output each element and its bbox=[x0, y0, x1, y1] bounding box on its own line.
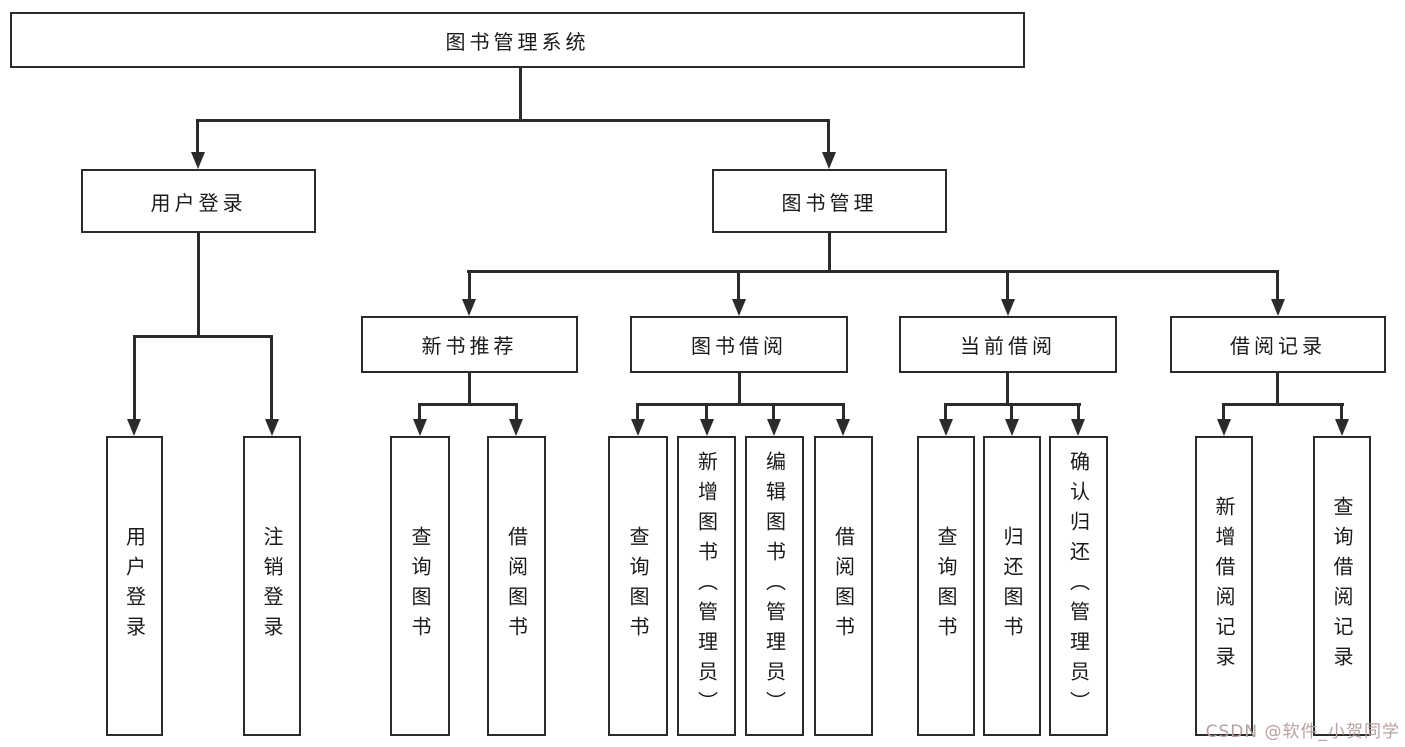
node-root-label: 图书管理系统 bbox=[445, 29, 590, 54]
node-leaf-query-books-current-label: 查询图书 bbox=[934, 526, 958, 646]
csdn-watermark: CSDN @软件_小贺同学 bbox=[1205, 722, 1400, 742]
arrow-to-borrow-books-rec bbox=[509, 419, 523, 436]
node-leaf-borrow-books-rec-label: 借阅图书 bbox=[504, 526, 529, 646]
connector-newbookrec-stem bbox=[468, 373, 471, 405]
node-leaf-return-books-label: 归还图书 bbox=[1000, 526, 1024, 646]
node-new-book-rec: 新书推荐 bbox=[361, 316, 578, 373]
connector-userlogin-rail bbox=[133, 335, 273, 338]
node-leaf-user-login-label: 用户登录 bbox=[122, 526, 147, 646]
connector-level3-rail bbox=[467, 270, 1279, 273]
arrow-to-query-books-rec bbox=[413, 419, 427, 436]
arrow-to-query-books-borrow bbox=[631, 419, 645, 436]
arrow-to-add-borrow-record bbox=[1217, 419, 1231, 436]
node-leaf-add-book-admin: 新增图书（管理员） bbox=[677, 436, 736, 736]
node-leaf-add-book-admin-label: 新增图书（管理员） bbox=[694, 451, 719, 721]
arrow-to-new-book-rec bbox=[462, 299, 476, 316]
node-root: 图书管理系统 bbox=[10, 12, 1025, 68]
node-book-mgmt-label: 图书管理 bbox=[781, 190, 878, 215]
connector-level2-stub-left bbox=[196, 122, 199, 153]
connector-bookborrow-stub-4 bbox=[842, 403, 845, 420]
arrow-to-book-borrow bbox=[732, 299, 746, 316]
connector-bookborrow-stub-2 bbox=[705, 403, 708, 420]
arrow-to-user-login bbox=[191, 152, 205, 169]
node-book-mgmt: 图书管理 bbox=[712, 169, 947, 233]
arrow-to-borrow-records bbox=[1271, 299, 1285, 316]
connector-bookborrow-rail bbox=[636, 403, 845, 406]
node-borrow-records-label: 借阅记录 bbox=[1230, 334, 1326, 358]
connector-currentborrow-stub-1 bbox=[944, 403, 947, 420]
connector-bookborrow-stub-3 bbox=[772, 403, 775, 420]
node-new-book-rec-label: 新书推荐 bbox=[421, 334, 518, 358]
node-leaf-logout: 注销登录 bbox=[243, 436, 301, 736]
connector-newbookrec-stub-1 bbox=[418, 403, 421, 420]
node-leaf-confirm-return-admin: 确认归还（管理员） bbox=[1049, 436, 1108, 736]
node-leaf-query-books-current: 查询图书 bbox=[917, 436, 975, 736]
connector-newbookrec-rail bbox=[418, 403, 518, 406]
connector-borrowrecords-stub-2 bbox=[1340, 403, 1343, 420]
node-leaf-edit-book-admin: 编辑图书（管理员） bbox=[745, 436, 804, 736]
connector-currentborrow-stem bbox=[1006, 373, 1009, 405]
connector-currentborrow-stub-2 bbox=[1010, 403, 1013, 420]
arrow-to-query-borrow-record bbox=[1335, 419, 1349, 436]
connector-level3-stub-1 bbox=[468, 272, 471, 300]
connector-currentborrow-stub-3 bbox=[1077, 403, 1080, 420]
node-leaf-query-borrow-record-label: 查询借阅记录 bbox=[1330, 496, 1354, 676]
node-leaf-logout-label: 注销登录 bbox=[260, 526, 284, 646]
connector-level2-stub-right bbox=[827, 122, 830, 153]
connector-userlogin-stub-2 bbox=[270, 335, 273, 420]
node-leaf-add-borrow-record: 新增借阅记录 bbox=[1195, 436, 1253, 736]
connector-bookborrow-stub-1 bbox=[636, 403, 639, 420]
connector-userlogin-stub-1 bbox=[133, 335, 136, 420]
connector-bookborrow-stem bbox=[738, 373, 741, 405]
node-user-login: 用户登录 bbox=[81, 169, 316, 233]
arrow-to-return-books bbox=[1005, 419, 1019, 436]
arrow-to-add-book-admin bbox=[700, 419, 714, 436]
arrow-to-confirm-return-admin bbox=[1071, 419, 1085, 436]
arrow-to-current-borrow bbox=[1001, 299, 1015, 316]
node-leaf-query-books-borrow: 查询图书 bbox=[608, 436, 668, 736]
node-borrow-records: 借阅记录 bbox=[1170, 316, 1386, 373]
connector-userlogin-stem bbox=[197, 233, 200, 337]
connector-borrowrecords-rail bbox=[1222, 403, 1344, 406]
connector-level3-stub-2 bbox=[737, 272, 740, 300]
connector-level3-stub-3 bbox=[1006, 272, 1009, 300]
connector-root-stem bbox=[519, 68, 522, 122]
connector-newbookrec-stub-2 bbox=[515, 403, 518, 420]
connector-level2-rail bbox=[196, 119, 830, 122]
arrow-to-edit-book-admin bbox=[767, 419, 781, 436]
node-leaf-edit-book-admin-label: 编辑图书（管理员） bbox=[762, 451, 787, 721]
node-user-login-label: 用户登录 bbox=[150, 190, 247, 215]
node-book-borrow: 图书借阅 bbox=[630, 316, 848, 373]
node-leaf-return-books: 归还图书 bbox=[983, 436, 1041, 736]
node-leaf-query-books-rec-label: 查询图书 bbox=[408, 526, 432, 646]
arrow-to-user-login-leaf bbox=[127, 419, 141, 436]
connector-bookmgmt-stem bbox=[828, 233, 831, 272]
node-leaf-confirm-return-admin-label: 确认归还（管理员） bbox=[1066, 451, 1091, 721]
node-current-borrow-label: 当前借阅 bbox=[960, 334, 1056, 358]
node-leaf-query-borrow-record: 查询借阅记录 bbox=[1313, 436, 1371, 736]
node-leaf-borrow-books-borrow-label: 借阅图书 bbox=[831, 526, 856, 646]
arrow-to-logout-leaf bbox=[265, 419, 279, 436]
node-leaf-borrow-books-borrow: 借阅图书 bbox=[814, 436, 873, 736]
connector-borrowrecords-stub-1 bbox=[1222, 403, 1225, 420]
node-current-borrow: 当前借阅 bbox=[899, 316, 1117, 373]
node-book-borrow-label: 图书借阅 bbox=[691, 334, 787, 358]
arrow-to-borrow-books-borrow bbox=[836, 419, 850, 436]
connector-level3-stub-4 bbox=[1276, 272, 1279, 300]
node-leaf-user-login: 用户登录 bbox=[106, 436, 163, 736]
node-leaf-add-borrow-record-label: 新增借阅记录 bbox=[1212, 496, 1236, 676]
node-leaf-query-books-borrow-label: 查询图书 bbox=[626, 526, 650, 646]
connector-borrowrecords-stem bbox=[1276, 373, 1279, 405]
node-leaf-borrow-books-rec: 借阅图书 bbox=[487, 436, 546, 736]
arrow-to-book-mgmt bbox=[822, 152, 836, 169]
arrow-to-query-books-current bbox=[939, 419, 953, 436]
node-leaf-query-books-rec: 查询图书 bbox=[390, 436, 450, 736]
